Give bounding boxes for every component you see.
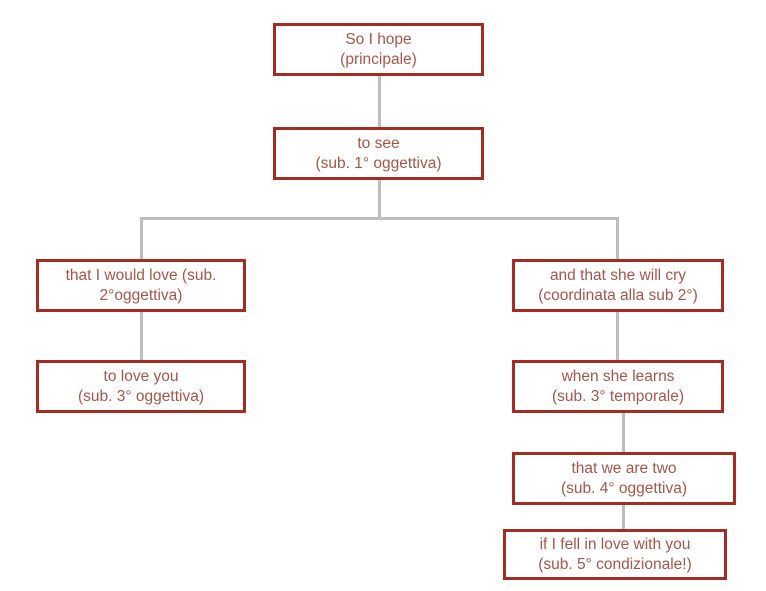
node-fell-in-love-line1: if I fell in love with you [539,535,691,553]
node-would-love-line2: 2°oggettiva) [99,286,183,304]
node-she-learns[interactable]: when she learns (sub. 3° temporale) [512,360,724,413]
node-she-will-cry-line2: (coordinata alla sub 2°) [538,286,698,304]
node-principale-line2: (principale) [340,50,417,68]
node-would-love-line1: that I would love (sub. [65,266,217,284]
node-love-you[interactable]: to love you (sub. 3° oggettiva) [36,360,246,413]
node-she-learns-line2: (sub. 3° temporale) [552,387,684,405]
node-would-love[interactable]: that I would love (sub. 2°oggettiva) [36,259,246,312]
node-we-are-two-line1: that we are two [571,459,677,477]
node-tosee-line1: to see [357,134,400,152]
node-love-you-line1: to love you [103,367,179,385]
node-she-learns-line1: when she learns [561,367,675,385]
node-we-are-two[interactable]: that we are two (sub. 4° oggettiva) [512,452,736,505]
node-she-will-cry[interactable]: and that she will cry (coordinata alla s… [512,259,724,312]
node-fell-in-love[interactable]: if I fell in love with you (sub. 5° cond… [503,529,727,580]
node-love-you-line2: (sub. 3° oggettiva) [78,387,204,405]
node-we-are-two-line2: (sub. 4° oggettiva) [561,479,687,497]
node-principale-line1: So I hope [345,30,412,48]
node-principale[interactable]: So I hope (principale) [273,23,484,76]
node-she-will-cry-line1: and that she will cry [549,266,687,284]
node-tosee-line2: (sub. 1° oggettiva) [315,154,442,172]
node-fell-in-love-line2: (sub. 5° condizionale!) [538,555,692,573]
node-tosee[interactable]: to see (sub. 1° oggettiva) [273,127,484,180]
